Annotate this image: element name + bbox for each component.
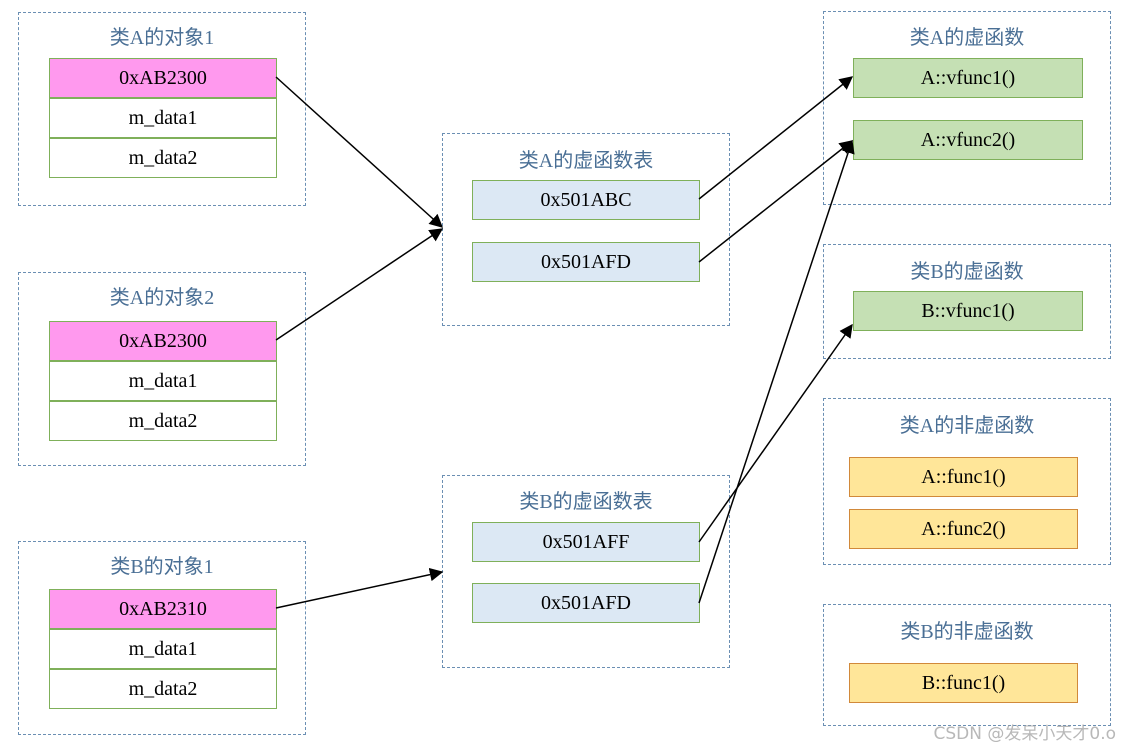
vtable-b-entry: 0x501AFF	[472, 522, 700, 562]
vtable-a-group: 类A的虚函数表 0x501ABC 0x501AFD	[442, 133, 730, 326]
object-a1-field: m_data2	[49, 138, 277, 178]
arrow-vtb0-to-b-vfunc1	[698, 323, 853, 543]
object-b1-title: 类B的对象1	[110, 556, 214, 578]
vtable-a-title: 类A的虚函数表	[518, 150, 654, 172]
object-b1-field: m_data2	[49, 669, 277, 709]
object-a2-field: m_data1	[49, 361, 277, 401]
vtable-b-title: 类B的虚函数表	[519, 491, 653, 513]
vtable-a-entry: 0x501ABC	[472, 180, 700, 220]
vtable-b-group: 类B的虚函数表 0x501AFF 0x501AFD	[442, 475, 730, 668]
object-a1-title: 类A的对象1	[109, 27, 215, 49]
arrow-vta0-to-a-vfunc1	[698, 76, 854, 200]
a-vfunc2-box: A::vfunc2()	[853, 120, 1083, 160]
vtable-a-entry: 0x501AFD	[472, 242, 700, 282]
object-b1-group: 类B的对象1 0xAB2310 m_data1 m_data2	[18, 541, 306, 735]
a-func1-box: A::func1()	[849, 457, 1078, 497]
object-a2-field: m_data2	[49, 401, 277, 441]
b-nonvirtual-functions-group: 类B的非虚函数 B::func1()	[823, 604, 1111, 726]
object-a2-group: 类A的对象2 0xAB2300 m_data1 m_data2	[18, 272, 306, 466]
arrow-a1-to-vtable-a	[275, 76, 444, 228]
arrow-b1-to-vtable-b	[275, 567, 444, 609]
object-a1-field: m_data1	[49, 98, 277, 138]
a-func2-box: A::func2()	[849, 509, 1078, 549]
arrow-vtb1-to-a-vfunc2	[698, 139, 855, 604]
b-virtual-functions-title: 类B的虚函数	[910, 261, 1024, 283]
b-virtual-functions-group: 类B的虚函数 B::vfunc1()	[823, 244, 1111, 359]
a-nonvirtual-functions-title: 类A的非虚函数	[899, 415, 1035, 437]
b-vfunc1-box: B::vfunc1()	[853, 291, 1083, 331]
a-virtual-functions-group: 类A的虚函数 A::vfunc1() A::vfunc2()	[823, 11, 1111, 205]
vtable-b-entry: 0x501AFD	[472, 583, 700, 623]
a-virtual-functions-title: 类A的虚函数	[909, 27, 1025, 49]
object-b1-field: m_data1	[49, 629, 277, 669]
object-a1-vptr: 0xAB2300	[49, 58, 277, 98]
watermark: CSDN @发呆小天才0.o	[933, 724, 1117, 744]
object-a2-title: 类A的对象2	[109, 287, 215, 309]
a-vfunc1-box: A::vfunc1()	[853, 58, 1083, 98]
arrow-vta1-to-a-vfunc2	[698, 140, 854, 263]
a-nonvirtual-functions-group: 类A的非虚函数 A::func1() A::func2()	[823, 398, 1111, 565]
b-func1-box: B::func1()	[849, 663, 1078, 703]
b-nonvirtual-functions-title: 类B的非虚函数	[900, 621, 1034, 643]
object-a2-vptr: 0xAB2300	[49, 321, 277, 361]
arrow-a2-to-vtable-a	[275, 228, 444, 341]
object-b1-vptr: 0xAB2310	[49, 589, 277, 629]
object-a1-group: 类A的对象1 0xAB2300 m_data1 m_data2	[18, 12, 306, 206]
